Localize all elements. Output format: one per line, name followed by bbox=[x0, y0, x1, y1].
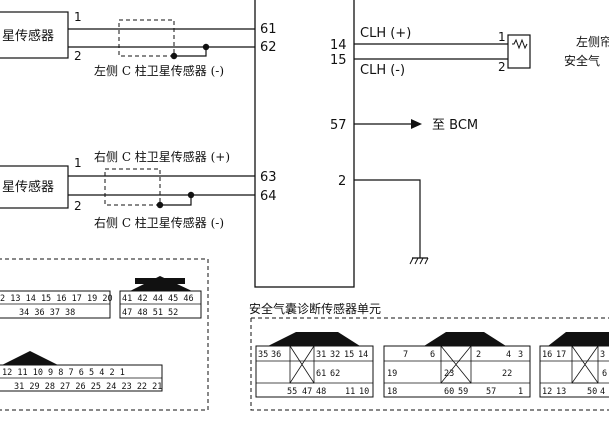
pin-64: 64 bbox=[260, 189, 277, 204]
connector-b-row1: 41 42 44 45 46 bbox=[122, 294, 194, 304]
connector-pin-number: 7 bbox=[403, 350, 408, 360]
connector-pin-number: 10 bbox=[359, 387, 369, 397]
connector-pin-number: 17 bbox=[556, 350, 566, 360]
right-sensor-plus-label: 右侧 C 柱卫星传感器 (+) bbox=[94, 149, 230, 164]
connector-pin-number: 60 bbox=[444, 387, 454, 397]
connector-c-row2: 31 29 28 27 26 25 24 23 22 21 bbox=[14, 382, 162, 392]
right-sensor-box bbox=[0, 165, 69, 209]
connector-pin-number: 61 bbox=[316, 369, 326, 379]
right-c-pillar-sensor: 星传感器 1 2 右侧 C 柱卫星传感器 (+) 右侧 C 柱卫星传感器 (-) bbox=[0, 149, 255, 230]
connector-pin-number: 62 bbox=[330, 369, 340, 379]
connector-pin-number: 59 bbox=[458, 387, 468, 397]
right-sensor-minus-label: 右侧 C 柱卫星传感器 (-) bbox=[94, 215, 224, 230]
connector-pin-number: 31 bbox=[316, 350, 326, 360]
pin-57: 57 bbox=[330, 118, 347, 133]
connector-pin-number: 13 bbox=[556, 387, 566, 397]
connector-pin-number: 47 bbox=[302, 387, 312, 397]
connector-pin-number: 4 bbox=[506, 350, 511, 360]
left-sensor-minus-label: 左侧 C 柱卫星传感器 (-) bbox=[94, 63, 224, 78]
connector-pin-number: 3 bbox=[518, 350, 523, 360]
connector-pin-number: 3 bbox=[600, 350, 605, 360]
pin-61: 61 bbox=[260, 22, 277, 37]
left-sensor-name: 星传感器 bbox=[2, 28, 54, 44]
panel-border bbox=[250, 318, 609, 411]
connector-pin-number: 1 bbox=[518, 387, 523, 397]
panel-border bbox=[0, 258, 209, 411]
connector-latch-icon bbox=[268, 332, 360, 346]
pin-62: 62 bbox=[260, 40, 277, 55]
left-c-pillar-sensor: 星传感器 1 2 左侧 C 柱卫星传感器 (-) bbox=[0, 10, 255, 78]
curtain-pin2: 2 bbox=[498, 60, 506, 74]
connector-pin-number: 48 bbox=[316, 387, 326, 397]
connector-pin-number: 18 bbox=[387, 387, 397, 397]
shield-drain-wire bbox=[160, 195, 192, 206]
connector-pin-number: 23 bbox=[444, 369, 454, 379]
connector-c-row1: 12 11 10 9 8 7 6 5 4 2 1 bbox=[2, 368, 125, 378]
twisted-pair-marker bbox=[104, 168, 161, 206]
connector-pin-number: 4 bbox=[600, 387, 605, 397]
left-sensor-pin1: 1 bbox=[74, 10, 82, 24]
pin-63: 63 bbox=[260, 170, 277, 185]
left-sensor-pin2: 2 bbox=[74, 49, 82, 63]
right-sensor-pin2: 2 bbox=[74, 199, 82, 213]
connector-pin-number: 6 bbox=[430, 350, 435, 360]
connector-pin-number: 57 bbox=[486, 387, 496, 397]
curtain-inflator-icon bbox=[507, 34, 531, 69]
wire-ground bbox=[354, 179, 421, 258]
connector-b-row2: 47 48 51 52 bbox=[122, 308, 178, 318]
sensor-connector-panel: 2 13 14 15 16 17 19 20 34 36 37 38 41 42… bbox=[0, 258, 209, 411]
connector-pin-number: 19 bbox=[387, 369, 397, 379]
connector-pin-number: 36 bbox=[271, 350, 281, 360]
connector-pin-number: 32 bbox=[330, 350, 340, 360]
connector-a-row1: 2 13 14 15 16 17 19 20 bbox=[0, 294, 113, 304]
connector-pin-number: 35 bbox=[258, 350, 268, 360]
squib-resistor-icon bbox=[512, 38, 528, 50]
clh-minus-label: CLH (-) bbox=[360, 63, 405, 78]
left-sensor-box bbox=[0, 11, 69, 59]
connector-pin-number: 11 bbox=[345, 387, 355, 397]
airbag-module-body: 61 62 63 64 14 15 57 2 bbox=[254, 0, 355, 288]
curtain-label-line2: 安全气 bbox=[564, 53, 600, 68]
curtain-pin1: 1 bbox=[498, 30, 506, 44]
curtain-label-line1: 左侧帘 bbox=[576, 34, 609, 49]
connector-pin-number: 2 bbox=[476, 350, 481, 360]
connector-pin-number: 12 bbox=[542, 387, 552, 397]
arrow-right-icon bbox=[411, 119, 422, 129]
connector-a bbox=[0, 290, 111, 319]
pin-14: 14 bbox=[330, 38, 347, 53]
connector-pin-number: 6 bbox=[602, 369, 607, 379]
shield-drain-wire bbox=[174, 47, 207, 57]
connector-pin-number: 22 bbox=[502, 369, 512, 379]
connector-latch-icon bbox=[424, 332, 506, 346]
right-sensor-pin1: 1 bbox=[74, 156, 82, 170]
connector-pin-number: 14 bbox=[358, 350, 368, 360]
connector-latch-icon bbox=[548, 332, 609, 346]
right-side-wiring: CLH (+) CLH (-) 1 2 左侧帘 安全气 至 BCM bbox=[354, 26, 609, 265]
connector-latch-icon bbox=[2, 351, 58, 365]
connector-pin-number: 55 bbox=[287, 387, 297, 397]
module-outline bbox=[254, 0, 355, 288]
connector-pin-number: 50 bbox=[587, 387, 597, 397]
connector-a-row2: 34 36 37 38 bbox=[19, 308, 75, 318]
pin-15: 15 bbox=[330, 53, 347, 68]
clh-plus-label: CLH (+) bbox=[360, 26, 411, 41]
connector-pin-number: 16 bbox=[542, 350, 552, 360]
connector-pin-number: 15 bbox=[344, 350, 354, 360]
to-bcm-label: 至 BCM bbox=[432, 118, 478, 133]
twisted-pair-marker bbox=[118, 19, 175, 57]
right-sensor-name: 星传感器 bbox=[2, 179, 54, 195]
pin-2: 2 bbox=[338, 174, 346, 189]
connector-panel-title: 安全气囊诊断传感器单元 bbox=[249, 301, 381, 316]
